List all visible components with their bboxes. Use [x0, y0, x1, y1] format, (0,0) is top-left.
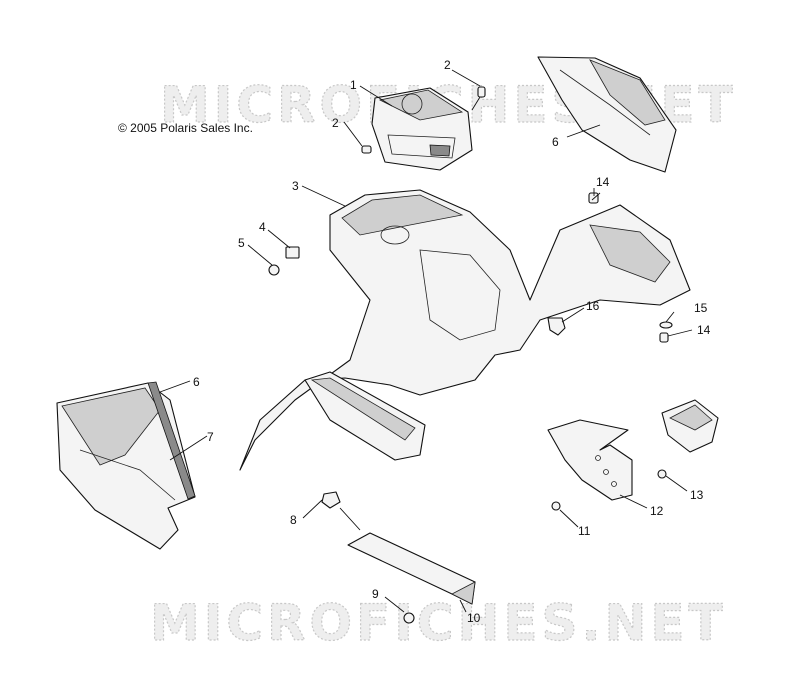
- callout-14-top: 14: [596, 175, 610, 189]
- callout-3: 3: [292, 179, 299, 193]
- callout-6-left: 6: [193, 375, 200, 389]
- callout-4: 4: [259, 220, 266, 234]
- callout-8: 8: [290, 513, 297, 527]
- part-front-fender[interactable]: [239, 189, 691, 471]
- part-clip-8[interactable]: [321, 491, 341, 509]
- part-screw-9[interactable]: [403, 612, 415, 624]
- callout-7: 7: [207, 430, 214, 444]
- callout-10: 10: [467, 611, 481, 625]
- part-plate-12[interactable]: [547, 419, 633, 501]
- part-bracket-10[interactable]: [347, 532, 476, 605]
- part-screw-5[interactable]: [268, 264, 280, 276]
- part-fastener-16[interactable]: [547, 317, 566, 336]
- leader-lines: [159, 69, 693, 613]
- callout-9: 9: [372, 587, 379, 601]
- callout-1: 1: [350, 78, 357, 92]
- part-screw-14-top[interactable]: [588, 192, 599, 204]
- part-rear-flap-top[interactable]: [537, 56, 677, 173]
- callout-2-left: 2: [332, 116, 339, 130]
- callout-14-bottom: 14: [697, 323, 711, 337]
- callout-6-top: 6: [552, 135, 559, 149]
- watermark-bottom: MICROFICHES.NET: [150, 594, 727, 652]
- callout-2-top: 2: [444, 58, 451, 72]
- callout-13: 13: [690, 488, 704, 502]
- part-headlight-pod[interactable]: [371, 87, 473, 171]
- callout-5: 5: [238, 236, 245, 250]
- part-fastener-2-left[interactable]: [361, 145, 372, 154]
- part-nut-11[interactable]: [551, 501, 561, 511]
- callout-labels: 1 2 2 3 4 5 6 6 7 8 9 10 11 12 13 14 14 …: [193, 58, 711, 625]
- part-bracket-13[interactable]: [657, 399, 719, 479]
- part-fastener-2-top[interactable]: [477, 86, 486, 98]
- part-front-flap-left[interactable]: [56, 381, 196, 550]
- callout-16: 16: [586, 299, 600, 313]
- callout-15: 15: [694, 301, 708, 315]
- part-screw-14-bottom[interactable]: [659, 332, 669, 343]
- callout-12: 12: [650, 504, 664, 518]
- part-washer-15[interactable]: [659, 321, 673, 329]
- copyright-text: © 2005 Polaris Sales Inc.: [118, 121, 253, 135]
- callout-11: 11: [578, 524, 591, 538]
- part-clip-4[interactable]: [285, 246, 300, 259]
